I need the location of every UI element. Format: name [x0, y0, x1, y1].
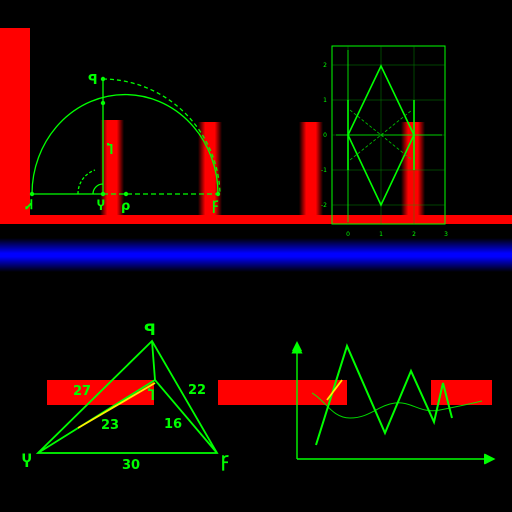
point-dot [123, 191, 129, 197]
point-dot [215, 191, 221, 197]
vertex-top: ꟼ [144, 320, 156, 339]
zigzag-highlight [326, 379, 343, 401]
point-dot [29, 191, 35, 197]
label-left: Ꮧ [25, 198, 33, 213]
arrow-up-icon [292, 341, 302, 351]
label-top: ꟼ [88, 73, 98, 88]
y-tick: 2 [323, 62, 327, 69]
mini-plot-axes [336, 50, 442, 222]
label-center: Ⴤ [97, 199, 105, 214]
y-tick: 0 [323, 132, 327, 139]
vertex-inner: Ⴈ [148, 387, 154, 404]
vertex-right: Ꝼ [221, 452, 229, 471]
zigzag-line [315, 343, 453, 446]
red-tall-bar [0, 28, 30, 220]
mini-plot: 0 1 2 3 2 1 0 -1 -2 [321, 45, 448, 238]
x-tick: 3 [444, 231, 448, 238]
highlight-segment [77, 382, 156, 429]
dashed-arc [102, 78, 221, 195]
semicircle-diagram [31, 78, 221, 195]
label-right: Ꝼ [212, 199, 219, 214]
red-post [100, 120, 124, 218]
semicircle-labels: ꟼ Ⴈ Ꮧ Ⴤ ρ Ꝼ [25, 73, 219, 214]
inner-edge-top [151, 340, 156, 381]
value-base: 30 [122, 458, 140, 473]
semicircle-arc [31, 93, 219, 195]
mini-plot-dashed-x [349, 109, 413, 161]
value-inner-left: 23 [101, 418, 119, 433]
mini-plot-x-ticks: 0 1 2 3 [346, 231, 448, 238]
wave-curve [311, 392, 483, 419]
x-tick: 0 [346, 231, 350, 238]
y-tick: -2 [321, 202, 327, 209]
value-left-upper: 27 [73, 384, 91, 399]
value-right-upper: 22 [188, 383, 206, 398]
label-mid: Ⴈ [107, 143, 113, 158]
triangle-outline [35, 339, 219, 454]
y-tick: -1 [321, 167, 327, 174]
value-inner-right: 16 [164, 417, 182, 432]
x-tick: 2 [412, 231, 416, 238]
vertex-left: Ⴤ [22, 452, 32, 471]
right-angle-mark [92, 183, 104, 195]
red-post [299, 122, 323, 218]
label-center-right: ρ [121, 199, 130, 214]
triangle-labels: ꟼ Ⴤ Ꝼ Ⴈ 27 22 23 16 30 [22, 320, 229, 473]
x-tick: 1 [379, 231, 383, 238]
mini-plot-y-ticks: 2 1 0 -1 -2 [321, 62, 327, 209]
semicircle-points [29, 76, 221, 197]
y-tick: 1 [323, 97, 327, 104]
arrow-right-icon [484, 454, 494, 464]
point-dot [100, 76, 106, 82]
mini-plot-diamond [347, 64, 415, 207]
red-bar-middle [218, 380, 347, 405]
zigzag-plot [291, 341, 496, 465]
red-baseline [0, 215, 512, 224]
angle-arc [77, 169, 96, 195]
blue-band [0, 238, 512, 272]
point-dot [100, 191, 106, 197]
point-dot [100, 100, 106, 106]
inner-edge-right [154, 379, 218, 454]
